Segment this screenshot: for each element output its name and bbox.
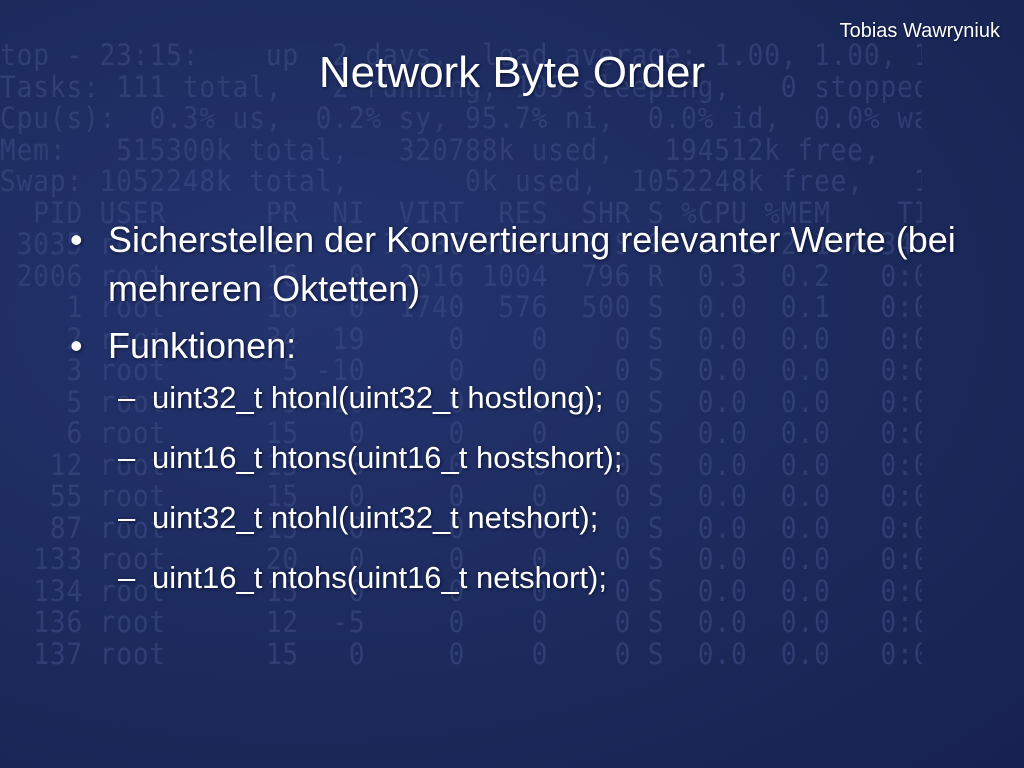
function-item: – uint32_t htonl(uint32_t hostlong); <box>70 378 980 418</box>
function-item: – uint32_t ntohl(uint32_t netshort); <box>70 498 980 538</box>
sub-bullet-dash: – <box>118 440 136 475</box>
terminal-line: Cpu(s): 0.3% us, 0.2% sy, 95.7% ni, 0.0%… <box>0 103 922 135</box>
function-item: – uint16_t ntohs(uint16_t netshort); <box>70 558 980 598</box>
bullet-item: • Funktionen: <box>70 321 980 370</box>
sub-bullet-dash: – <box>118 560 136 595</box>
bullet-text: Funktionen: <box>108 325 297 366</box>
function-signature: uint32_t htonl(uint32_t hostlong); <box>152 380 604 415</box>
sub-bullet-dash: – <box>118 380 136 415</box>
terminal-line: Swap: 1052248k total, 0k used, 1052248k … <box>0 166 922 198</box>
bullet-text: Sicherstellen der Konvertierung relevant… <box>108 219 956 309</box>
function-signature: uint16_t ntohs(uint16_t netshort); <box>152 560 607 595</box>
bullet-dot: • <box>70 219 83 260</box>
terminal-line: Mem: 515300k total, 320788k used, 194512… <box>0 134 881 166</box>
bullet-dot: • <box>70 325 83 366</box>
function-signature: uint32_t ntohl(uint32_t netshort); <box>152 500 599 535</box>
function-item: – uint16_t htons(uint16_t hostshort); <box>70 438 980 478</box>
function-signature: uint16_t htons(uint16_t hostshort); <box>152 440 623 475</box>
function-list: – uint32_t htonl(uint32_t hostlong); – u… <box>70 378 980 598</box>
slide-content: • Sicherstellen der Konvertierung releva… <box>70 215 980 618</box>
bullet-item: • Sicherstellen der Konvertierung releva… <box>70 215 980 313</box>
author-name: Tobias Wawryniuk <box>839 20 1000 42</box>
terminal-line: 137 root 15 0 0 0 0 S 0.0 0.0 0:00.00 ks <box>33 638 921 670</box>
sub-bullet-dash: – <box>118 500 136 535</box>
slide-title: Network Byte Order <box>318 48 706 97</box>
